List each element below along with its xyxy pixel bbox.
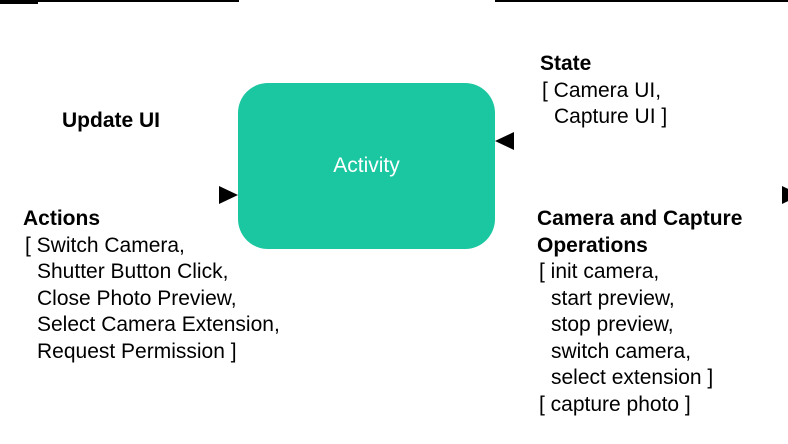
state-title: State bbox=[540, 52, 592, 75]
actions-line: Select Camera Extension, bbox=[37, 313, 280, 336]
activity-node: Activity bbox=[238, 83, 495, 249]
camera-ops-title-line1: Camera and Capture bbox=[537, 207, 743, 230]
camera-ops-line: [ init camera, bbox=[539, 260, 660, 283]
actions-line: Shutter Button Click, bbox=[37, 260, 229, 283]
arrowhead-camera-ops-clipped-icon bbox=[782, 186, 788, 204]
state-line: [ Camera UI, bbox=[542, 78, 662, 102]
actions-line: Request Permission ] bbox=[37, 339, 237, 363]
actions-line: Close Photo Preview, bbox=[37, 286, 237, 310]
connector-camera-ops bbox=[495, 0, 788, 2]
cropped-line-fragment bbox=[0, 0, 38, 4]
arrowhead-actions-icon bbox=[219, 186, 238, 204]
camera-ops-line: start preview, bbox=[551, 286, 675, 310]
actions-label-block: Actions [ Switch Camera, Shutter Button … bbox=[23, 206, 280, 365]
state-label-block: State [ Camera UI, Capture UI ] bbox=[540, 51, 667, 131]
arrowhead-state-icon bbox=[495, 132, 514, 150]
camera-ops-line: stop preview, bbox=[551, 313, 674, 336]
camera-ops-line: select extension ] bbox=[551, 366, 714, 389]
actions-title: Actions bbox=[23, 207, 101, 230]
connector-actions bbox=[0, 0, 221, 2]
camera-ops-line: [ capture photo ] bbox=[539, 392, 691, 416]
actions-line: [ Switch Camera, bbox=[25, 233, 185, 257]
activity-node-label: Activity bbox=[333, 154, 400, 177]
update-ui-label: Update UI bbox=[62, 109, 161, 132]
state-line: Capture UI ] bbox=[554, 105, 668, 128]
camera-ops-title-line2: Operations bbox=[537, 233, 648, 257]
camera-ops-label-block: Camera and Capture Operations [ init cam… bbox=[537, 206, 742, 418]
camera-ops-line: switch camera, bbox=[551, 339, 692, 363]
